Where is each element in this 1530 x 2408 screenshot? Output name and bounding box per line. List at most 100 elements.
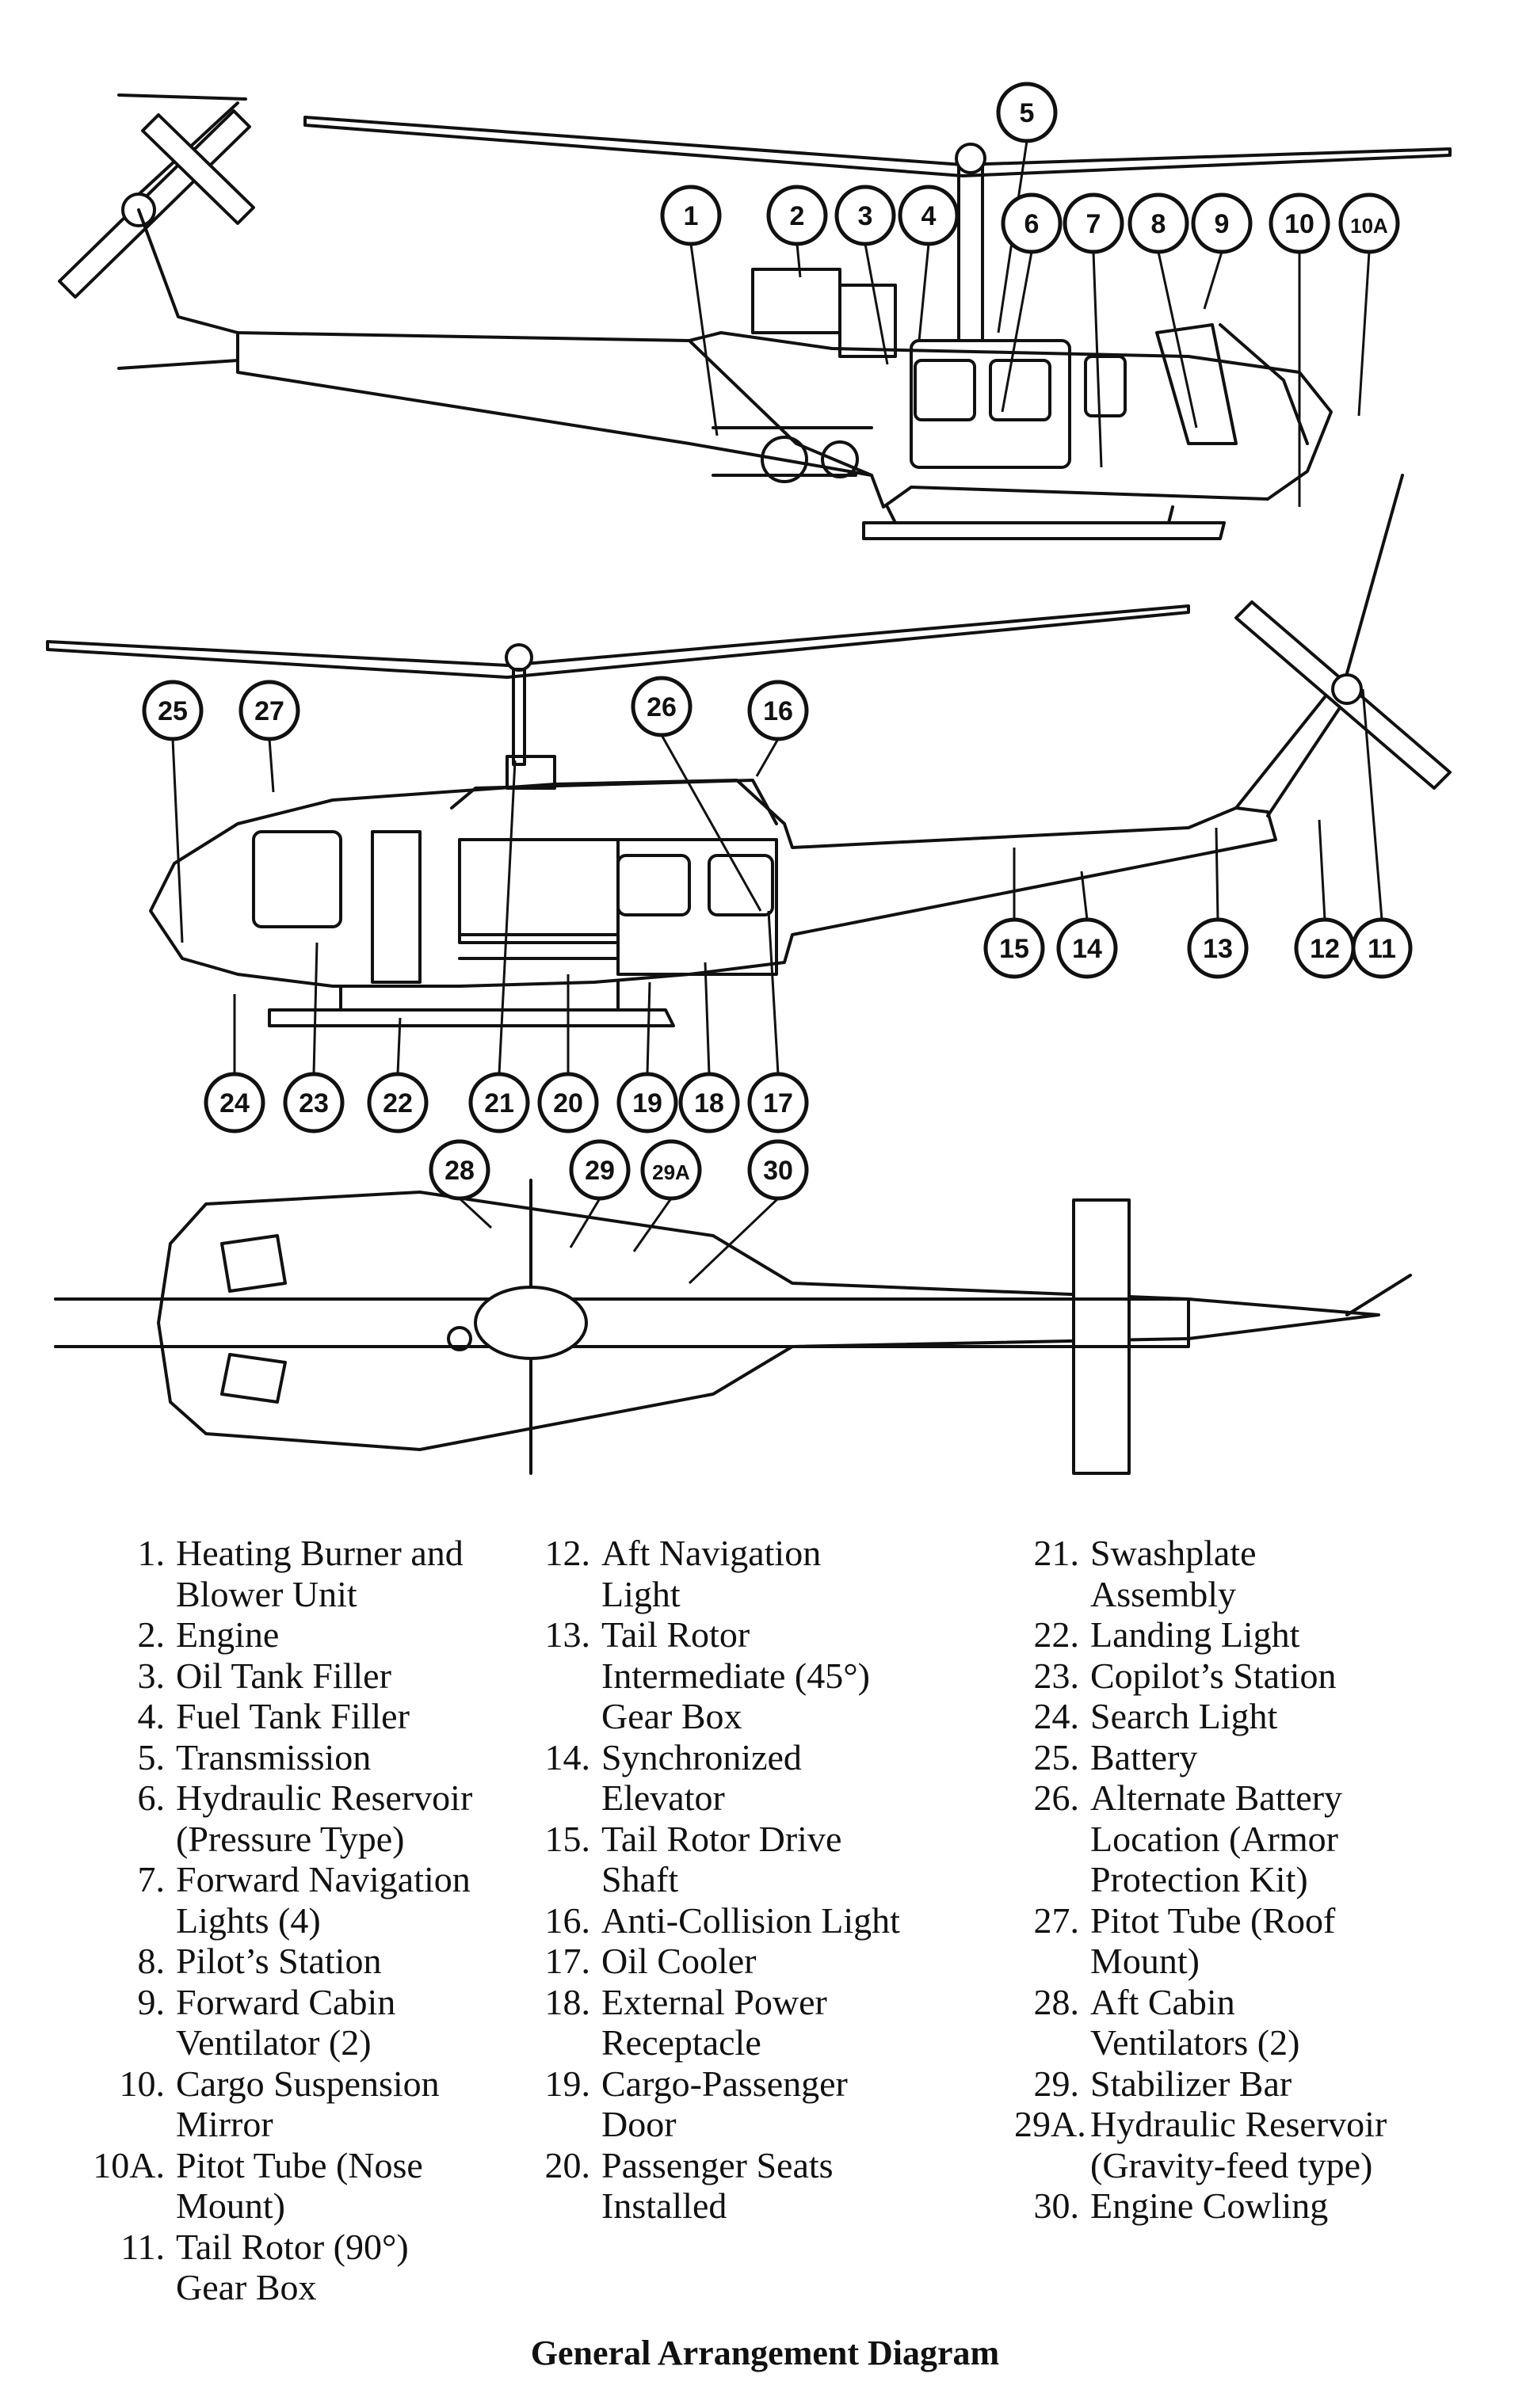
legend-item-number: 30. [1033, 2185, 1080, 2226]
legend-item: 6.Hydraulic Reservoir(Pressure Type) [70, 1777, 473, 1859]
callout-leader-line [268, 738, 275, 793]
callout-23: 23 [283, 942, 345, 1134]
callout-leader-line [755, 738, 780, 777]
legend-item-text-line: Assembly [1090, 1573, 1236, 1614]
legend-item: 17.Oil Cooler [531, 1941, 900, 1982]
callout-number: 4 [921, 201, 937, 231]
legend-item: 4.Fuel Tank Filler [70, 1696, 472, 1737]
callout-circle [429, 1139, 490, 1201]
callout-circle [204, 1072, 265, 1134]
callout-number: 23 [299, 1088, 329, 1118]
callout-leader-line [704, 962, 711, 1075]
callout-leader-line [1318, 819, 1326, 920]
legend-item-number: 5. [137, 1736, 166, 1777]
legend-item-number: 13. [544, 1614, 591, 1655]
callout-number: 12 [1310, 934, 1340, 964]
callout-21: 21 [468, 760, 530, 1134]
callout-number: 22 [383, 1088, 413, 1118]
legend-item-text-line: Oil Cooler [601, 1941, 757, 1981]
legend-item: 11.Tail Rotor (90°)Gear Box [70, 2227, 472, 2308]
legend-item-number: 4. [137, 1696, 166, 1736]
callout-number: 13 [1203, 934, 1233, 964]
callout-number: 5 [1020, 98, 1035, 128]
legend-item-text-line: (Pressure Type) [176, 1818, 405, 1859]
callout-5: 5 [996, 82, 1058, 333]
callout-24: 24 [204, 994, 265, 1134]
legend-item-text-line: Hydraulic Reservoir [1090, 2104, 1387, 2144]
legend-item-text-line: Elevator [601, 1777, 725, 1818]
legend-item: 23.Copilot’s Station [1014, 1656, 1387, 1697]
legend-item-text-line: Landing Light [1090, 1614, 1300, 1655]
legend-item-text: Engine [176, 1614, 279, 1656]
callout-number: 2 [790, 201, 805, 231]
legend-item-number: 11. [120, 2226, 165, 2267]
callout-leader-line [1215, 827, 1219, 920]
callout-circle [1269, 192, 1330, 254]
callout-number: 29 [585, 1156, 615, 1186]
legend-item-text-line: Cargo Suspension [176, 2063, 440, 2104]
callout-circle [616, 1072, 678, 1134]
callout-circle [660, 185, 722, 246]
callout-circle [631, 676, 693, 737]
legend-item-text: Hydraulic Reservoir(Pressure Type) [176, 1777, 472, 1859]
callout-number: 6 [1024, 209, 1040, 239]
legend-item-text-line: Aft Cabin [1090, 1981, 1235, 2022]
legend-item: 25.Battery [1014, 1737, 1387, 1778]
callout-19: 19 [616, 981, 678, 1134]
legend-item-number: 6. [137, 1777, 166, 1818]
legend-item-text-line: Copilot’s Station [1090, 1655, 1337, 1696]
legend-item-text-line: Installed [601, 2185, 727, 2226]
legend-item-text-line: Mount) [1090, 1941, 1200, 1981]
legend-item-text-line: Receptacle [601, 2022, 761, 2063]
callout-number: 18 [694, 1088, 724, 1118]
legend-item-text-line: Swashplate [1090, 1533, 1257, 1573]
callout-leader-line [1361, 688, 1383, 920]
callout-15: 15 [983, 848, 1045, 979]
legend-item: 24.Search Light [1014, 1696, 1387, 1737]
callout-number: 19 [632, 1088, 662, 1118]
legend-item-number: 27. [1033, 1899, 1080, 1941]
callout-27: 27 [238, 680, 300, 793]
callout-9: 9 [1191, 192, 1253, 310]
callout-circle [1001, 192, 1063, 254]
callout-circle [283, 1072, 345, 1134]
callout-leader-line [1092, 251, 1103, 468]
legend-item-number: 8. [137, 1941, 166, 1981]
legend-item-number: 17. [544, 1941, 591, 1981]
legend-item-number: 22. [1033, 1614, 1080, 1655]
callout-circle [747, 680, 809, 741]
callout-circle [1338, 192, 1400, 254]
legend-item-text-line: Mirror [176, 2104, 273, 2144]
legend-item-number: 21. [1033, 1533, 1080, 1573]
legend-item-text-line: Aft Navigation [601, 1533, 822, 1573]
legend-item-text-line: External Power [601, 1981, 827, 2022]
callout-circle [766, 185, 828, 246]
legend-item-text-line: Pilot’s Station [176, 1941, 382, 1981]
side-view-left [46, 474, 1452, 1027]
legend-item-number: 2. [137, 1614, 166, 1655]
legend-item-text: Landing Light [1090, 1614, 1299, 1656]
legend-item-text-line: Gear Box [601, 1696, 742, 1736]
callout-leader-line [1203, 251, 1223, 310]
callout-leader-line [458, 1197, 493, 1229]
callout-26: 26 [631, 676, 762, 912]
callout-leader-line [660, 734, 762, 912]
legend-item-number: 12. [544, 1533, 591, 1573]
callout-17: 17 [747, 910, 809, 1134]
legend-item-text: Stabilizer Bar [1090, 2063, 1292, 2105]
callout-4: 4 [898, 185, 960, 341]
legend-item-text-line: Pitot Tube (Roof [1090, 1899, 1336, 1941]
